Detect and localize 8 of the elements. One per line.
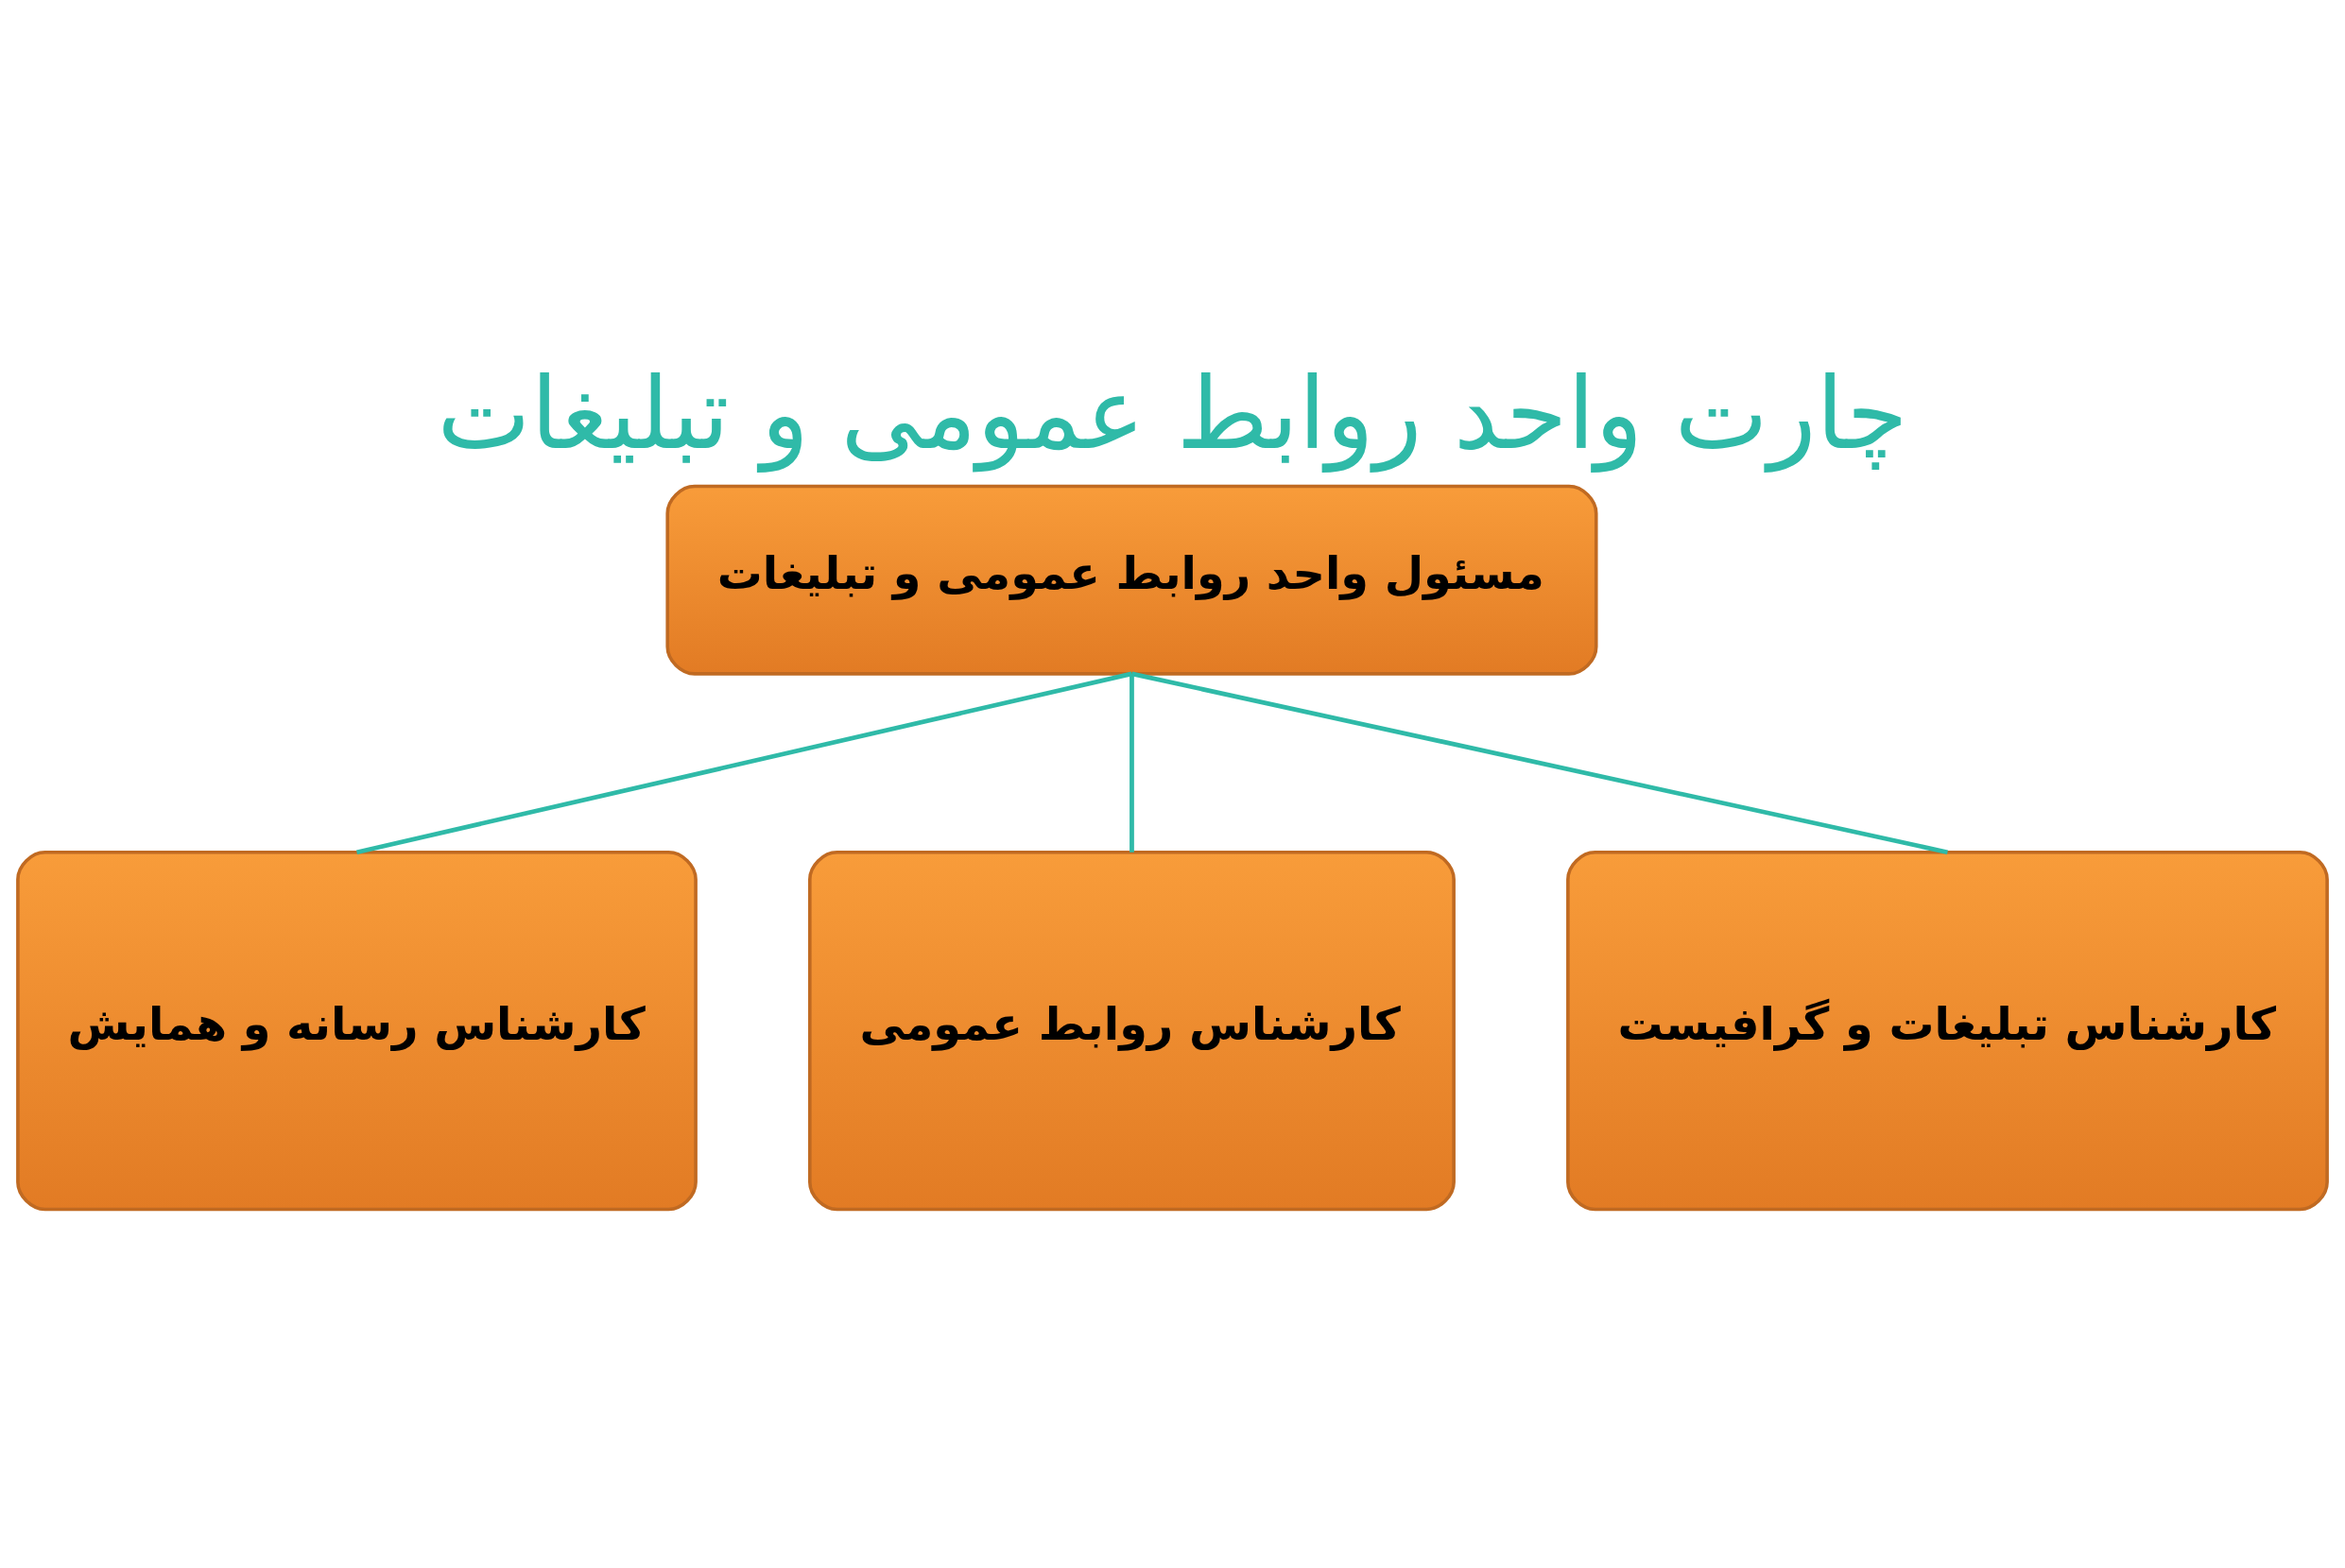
node-box: کارشناس روابط عمومی <box>808 850 1456 1211</box>
node-box: کارشناس رسانه و همایش <box>16 850 698 1211</box>
connector <box>1130 671 1948 854</box>
node-box: مسئول واحد روابط عمومی و تبلیغات <box>665 484 1598 676</box>
diagram-title: چارت واحد روابط عمومی و تبلیغات <box>437 354 1908 472</box>
connector <box>355 671 1132 854</box>
connector <box>1129 673 1134 853</box>
node-box: کارشناس تبلیغات و گرافیست <box>1566 850 2329 1211</box>
